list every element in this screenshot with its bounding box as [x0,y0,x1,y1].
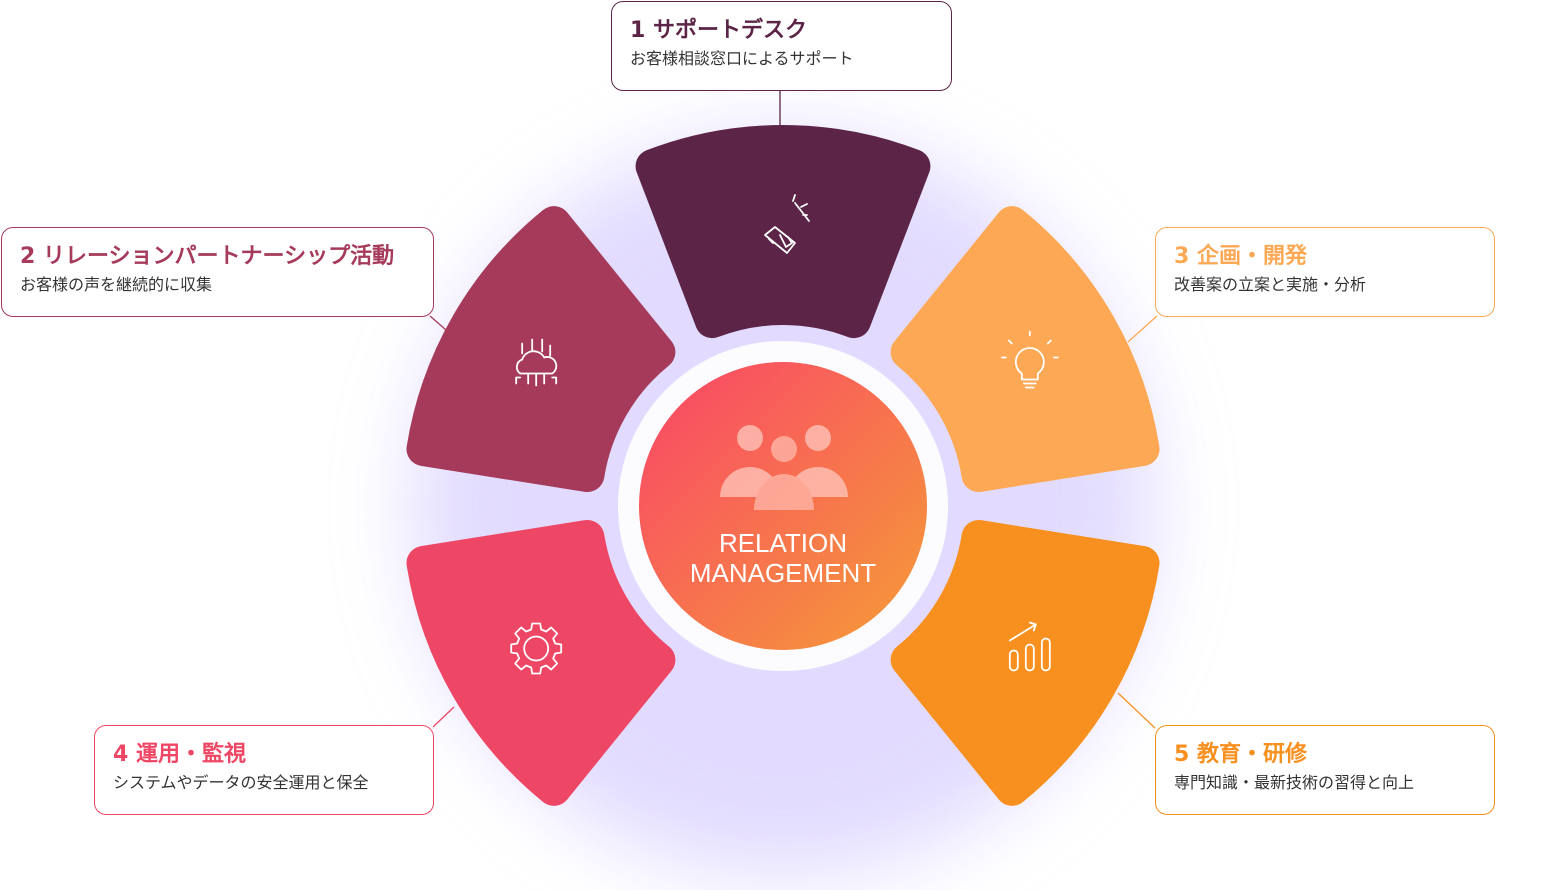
segment-2 [406,206,676,493]
gear-icon [510,622,563,675]
item-desc: 専門知識・最新技術の習得と向上 [1174,773,1415,792]
connector-line-2 [429,315,447,331]
center-title-line2: MANAGEMENT [689,558,877,588]
segment-1 [635,125,931,339]
lightbulb-icon [1000,330,1059,389]
item-desc: システムやデータの安全運用と保全 [113,773,369,792]
item-title: 2 リレーションパートナーシップ活動 [20,244,395,269]
megaphone-icon [764,194,810,254]
item-title: 3 企画・開発 [1174,244,1307,269]
item-box-partnership: 2 リレーションパートナーシップ活動 お客様の声を継続的に収集 [1,227,434,317]
connector-line-3 [1127,315,1158,343]
people-group-icon [720,425,848,510]
item-box-planning: 3 企画・開発 改善案の立案と実施・分析 [1155,227,1495,317]
item-desc: お客様の声を継続的に収集 [20,275,213,294]
item-title: 5 教育・研修 [1174,742,1307,767]
item-box-support-desk: 1 サポートデスク お客様相談窓口によるサポート [611,1,952,91]
item-title: 1 サポートデスク [630,18,807,43]
segment-4 [406,519,676,806]
connector-line-5 [1117,692,1156,729]
item-desc: お客様相談窓口によるサポート [630,49,854,68]
item-desc: 改善案の立案と実施・分析 [1174,275,1367,294]
connector-line-4 [432,706,455,728]
item-box-education: 5 教育・研修 専門知識・最新技術の習得と向上 [1155,725,1495,815]
growth-chart-icon [1008,621,1051,672]
item-title: 4 運用・監視 [113,742,246,767]
center-title-line1: RELATION [718,528,848,558]
item-box-operations: 4 運用・監視 システムやデータの安全運用と保全 [94,725,434,815]
cloud-network-icon [515,338,558,387]
